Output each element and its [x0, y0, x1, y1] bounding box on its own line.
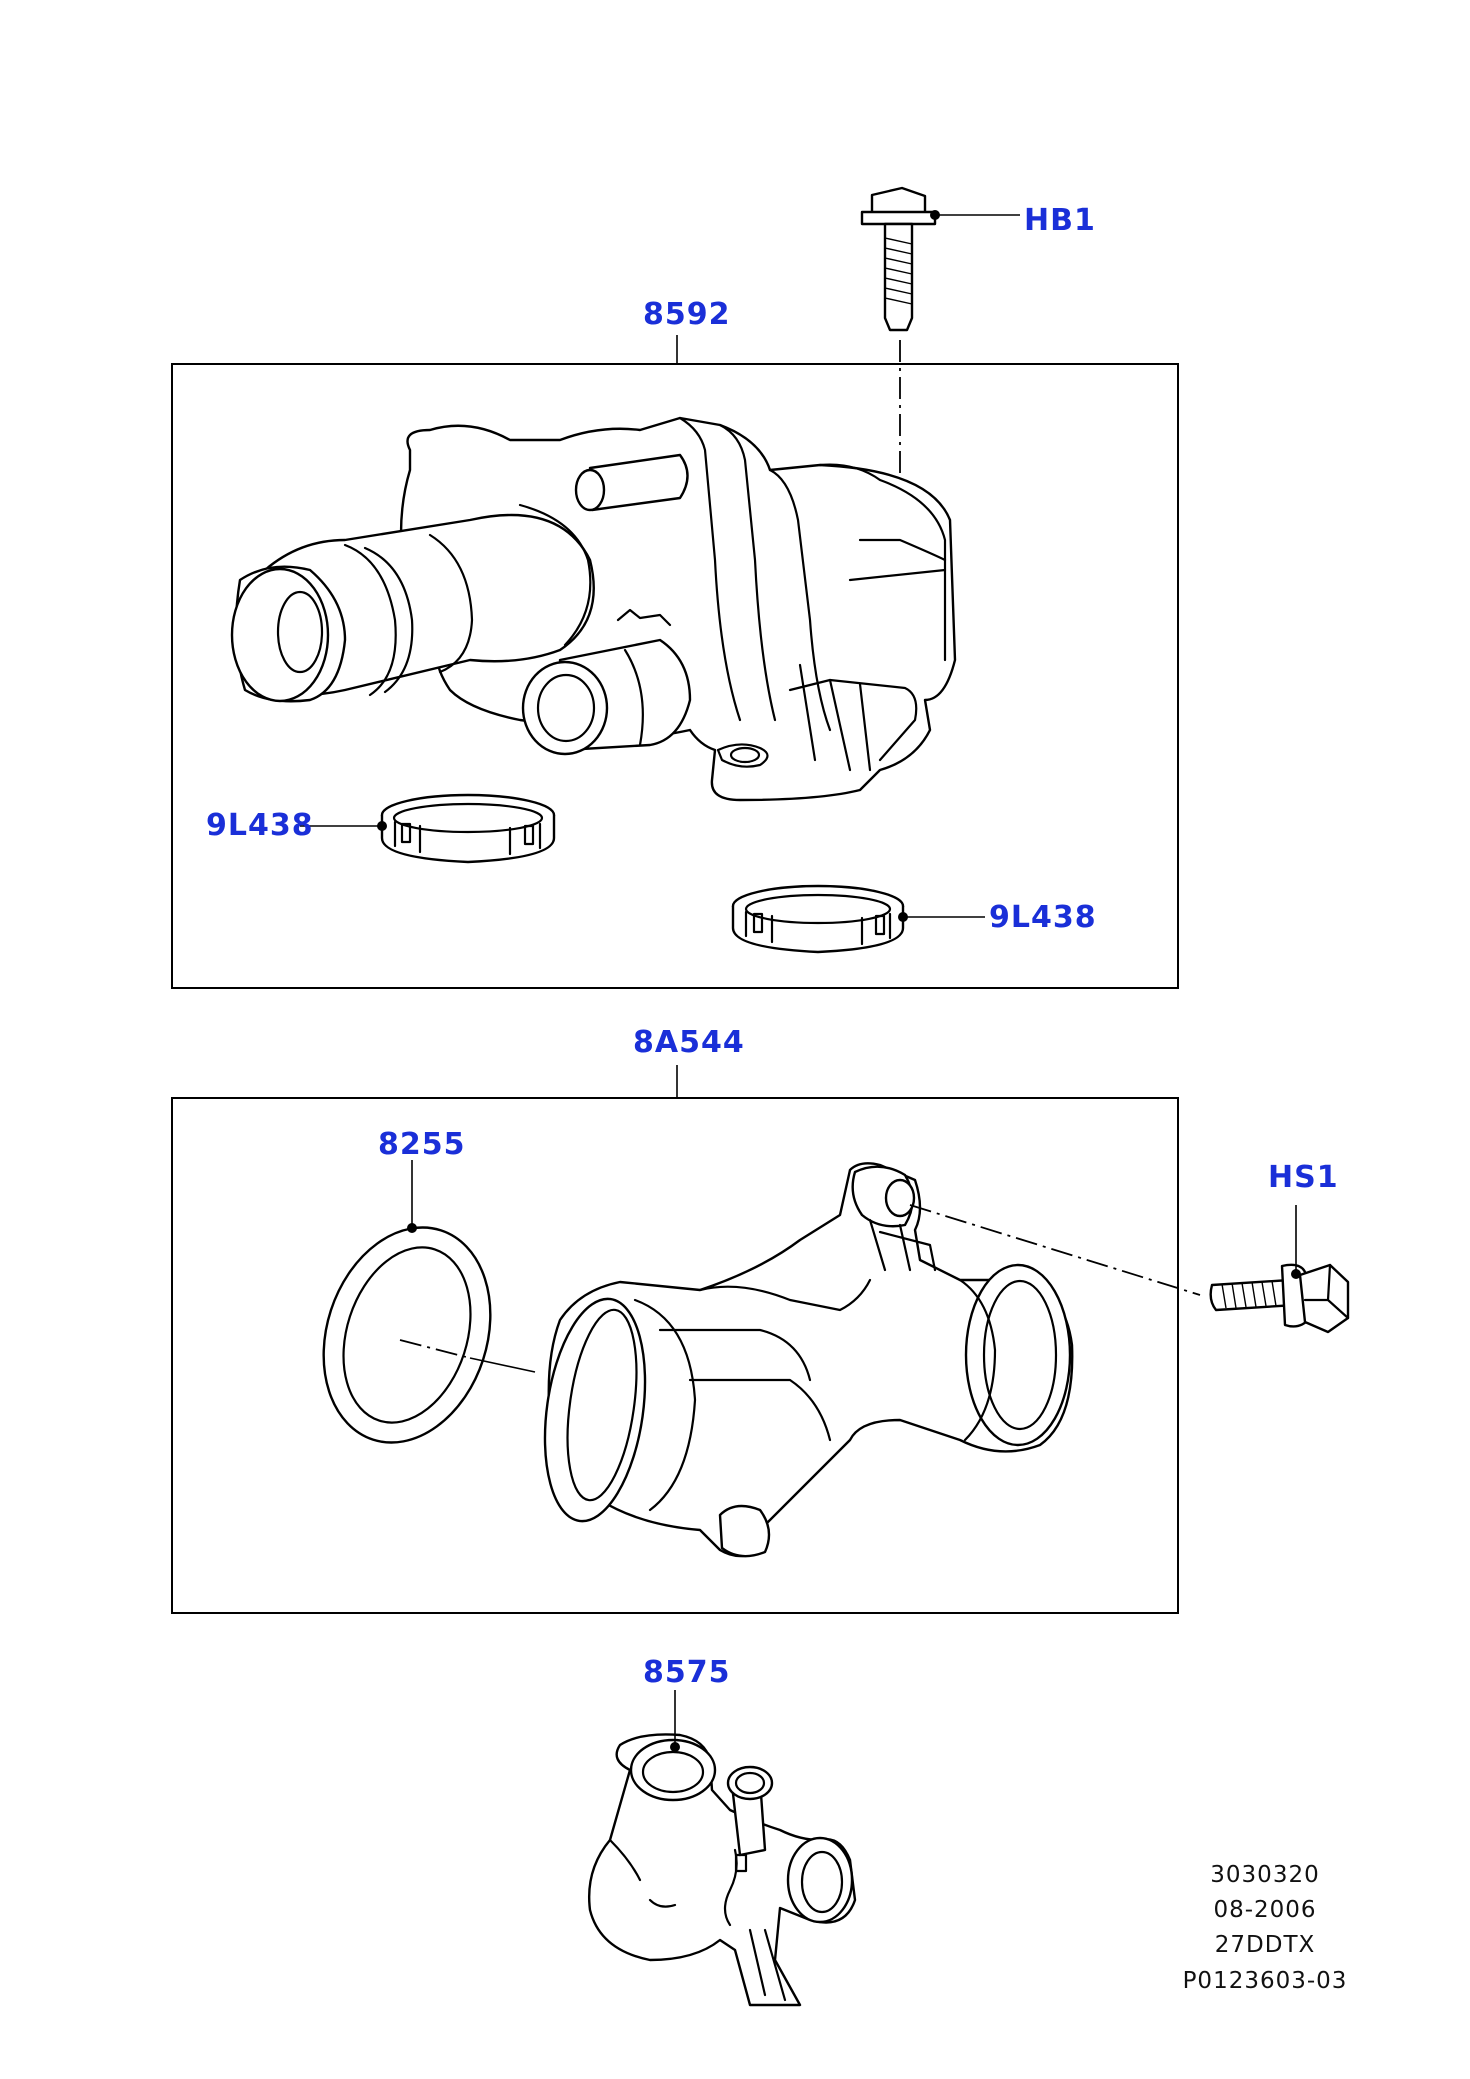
housing-assembly-box	[171, 363, 1179, 989]
o-ring-9l438-right[interactable]	[731, 884, 905, 954]
callout-9l438-left[interactable]: 9L438	[206, 808, 314, 843]
bolt-hb1[interactable]	[860, 186, 937, 332]
gasket-8255[interactable]	[297, 1206, 517, 1465]
water-outlet-housing[interactable]	[230, 416, 957, 802]
thermostat-housing-8575[interactable]	[588, 1733, 857, 2007]
illustration-number: 3030320	[1210, 1862, 1320, 1888]
bolt-hs1[interactable]	[1209, 1263, 1350, 1334]
illustration-date: 08-2006	[1213, 1897, 1317, 1923]
part-reference: P0123603-03	[1182, 1968, 1348, 1994]
callout-8a544[interactable]: 8A544	[633, 1025, 745, 1060]
callout-9l438-right[interactable]: 9L438	[989, 900, 1097, 935]
connector-assembly-box	[171, 1097, 1179, 1614]
water-connector-8a544[interactable]	[532, 1162, 1074, 1558]
callout-hb1[interactable]: HB1	[1024, 203, 1096, 238]
callout-hs1[interactable]: HS1	[1268, 1160, 1339, 1195]
callout-8255[interactable]: 8255	[378, 1127, 466, 1162]
callout-8592[interactable]: 8592	[643, 297, 731, 332]
callout-8575[interactable]: 8575	[643, 1655, 731, 1690]
o-ring-9l438-left[interactable]	[380, 793, 556, 864]
model-code: 27DDTX	[1214, 1932, 1316, 1958]
